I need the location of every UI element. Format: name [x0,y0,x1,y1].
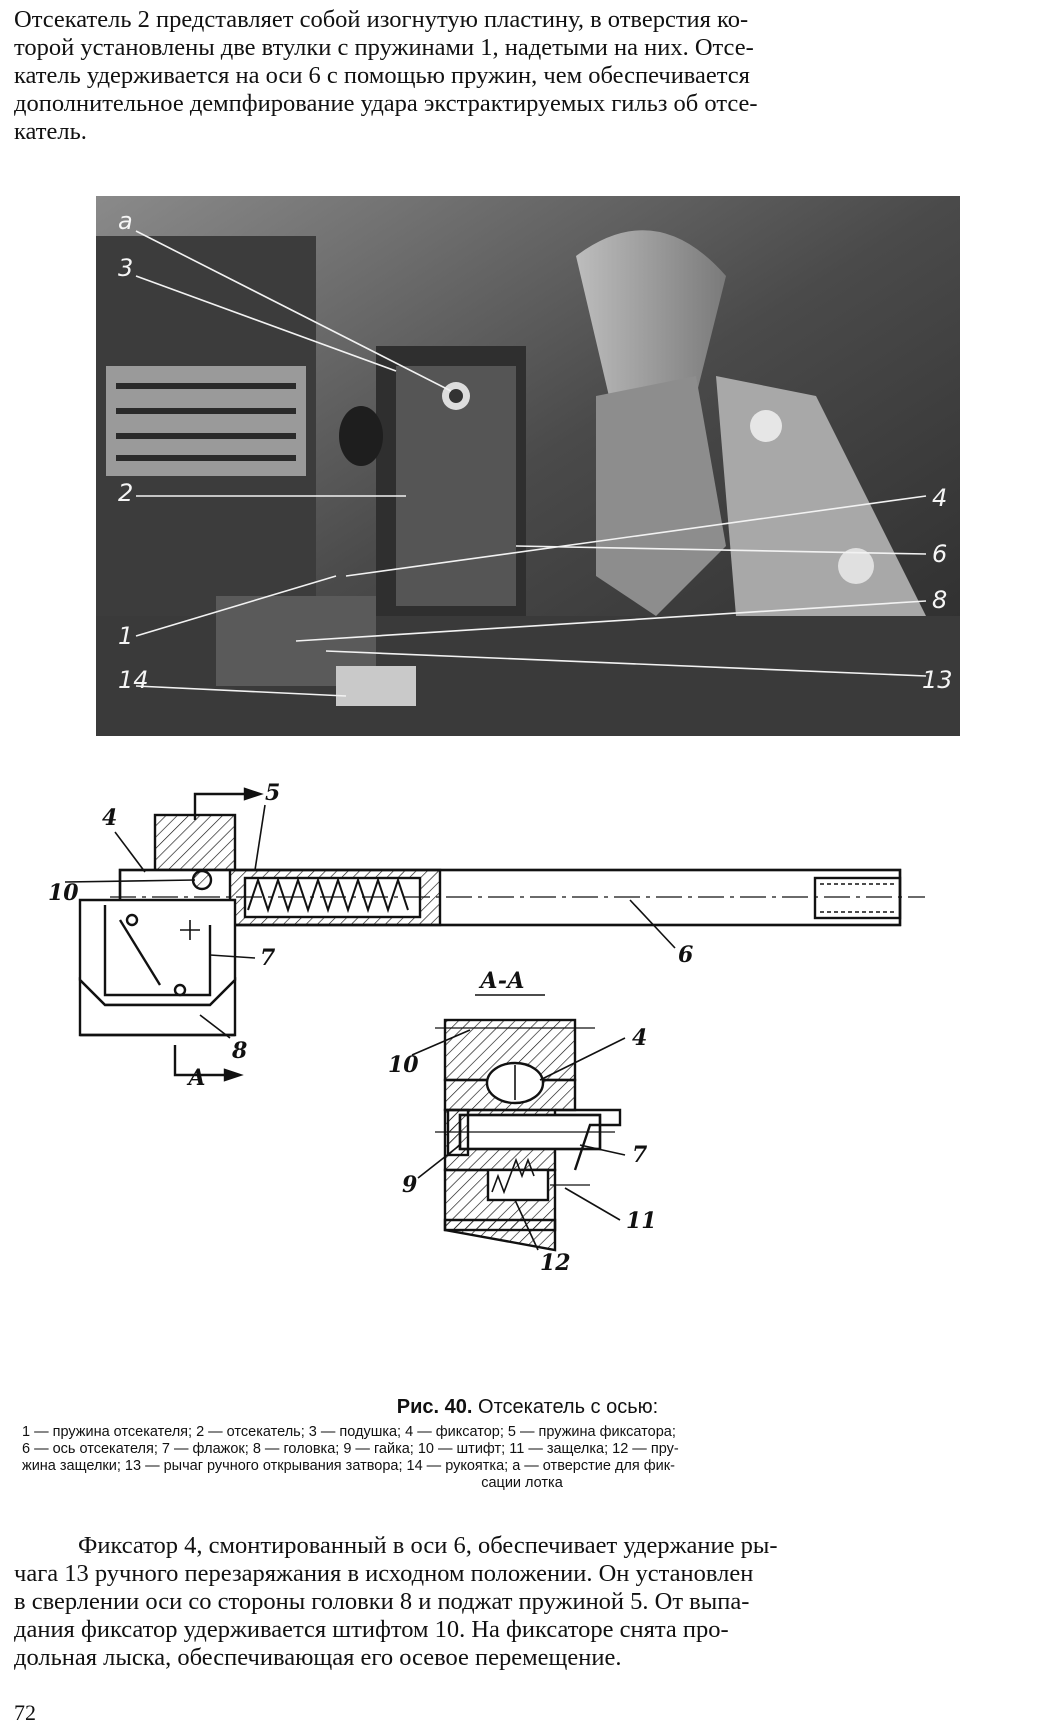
photo-callout-2: 2 [118,479,133,507]
text-line: катель. [14,118,87,145]
drawing-svg: А 4 5 10 7 8 А 6 А-А 4 10 7 9 11 12 [48,760,925,1276]
photo-callout-1: 1 [118,622,133,650]
figure-caption-title: Рис. 40. Отсекатель с осью: [0,1396,1055,1419]
text-line: дольная лыска, обеспечивающая его осевое… [14,1644,622,1671]
legend-line: 6 — ось отсекателя; 7 — флажок; 8 — голо… [22,1441,679,1457]
fixator-paragraph: Фиксатор 4, смонтированный в оси 6, обес… [14,1532,1024,1672]
text-line: Фиксатор 4, смонтированный в оси 6, обес… [78,1532,778,1559]
text-line: Отсекатель 2 представляет собой изогнуту… [14,6,749,33]
figure-title: Отсекатель с осью: [478,1396,659,1418]
text-line: в сверлении оси со стороны головки 8 и п… [14,1588,750,1615]
section-title: А-А [478,968,525,994]
section-label-9: 9 [402,1172,417,1198]
section-label-12: 12 [540,1250,571,1276]
intro-paragraph: Отсекатель 2 представляет собой изогнуту… [14,6,1024,146]
drawing-label-10: 10 [48,880,79,906]
photo-image: а 3 2 1 14 4 6 8 13 [96,196,960,736]
drawing-label-4: 4 [102,805,117,831]
figure-legend: 1 — пружина отсекателя; 2 — отсекатель; … [22,1424,1022,1492]
photo-callout-13: 13 [922,666,953,694]
photo-callout-3: 3 [118,254,133,282]
drawing-label-5: 5 [265,780,280,806]
drawing-label-6: 6 [678,942,693,968]
legend-line: 1 — пружина отсекателя; 2 — отсекатель; … [22,1424,676,1440]
drawing-label-7: 7 [260,945,276,971]
legend-line: жина защелки; 13 — рычаг ручного открыва… [22,1458,675,1474]
photo-callout-a: а [118,207,133,235]
photo-callout-8: 8 [932,586,947,614]
legend-line: сации лотка [481,1475,563,1491]
photo-callout-14: 14 [118,666,149,694]
section-label-7: 7 [632,1142,648,1168]
figure-label: Рис. 40. [396,1396,473,1418]
drawing-label-section-bottom: А [186,1065,206,1091]
text-line: чага 13 ручного перезаряжания в исходном… [14,1560,754,1587]
photo-callout-6: 6 [932,540,947,568]
photo-callout-4: 4 [932,484,947,512]
page-number: 72 [14,1700,36,1725]
section-label-4: 4 [632,1025,647,1051]
technical-drawing: А 4 5 10 7 8 А 6 А-А 4 10 7 9 11 12 [20,760,1030,1480]
text-line: дания фиксатор удерживается штифтом 10. … [14,1616,729,1643]
text-line: торой установлены две втулки с пружинами… [14,34,754,61]
section-label-10: 10 [388,1052,419,1078]
section-label-11: 11 [626,1208,657,1234]
mechanism-photo: а 3 2 1 14 4 6 8 13 [96,196,960,736]
text-line: дополнительное демпфирование удара экстр… [14,90,758,117]
drawing-label-section-top: А [203,780,223,786]
text-line: катель удерживается на оси 6 с помощью п… [14,62,750,89]
drawing-label-8: 8 [231,1038,247,1064]
